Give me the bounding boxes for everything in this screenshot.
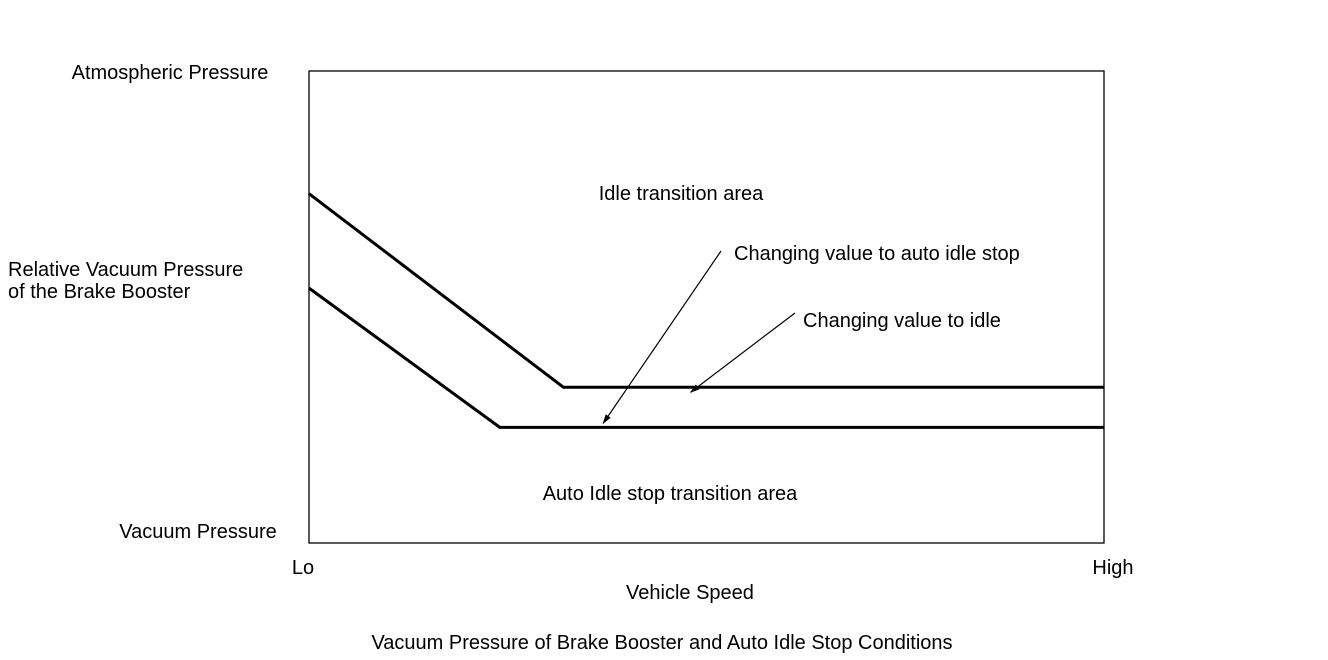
idle-threshold-line — [308, 192, 1104, 389]
auto-idle-stop-transition-area-label: Auto Idle stop transition area — [543, 483, 798, 505]
y-tick-top: Atmospheric Pressure — [72, 62, 269, 84]
auto-idle-stop-threshold-line — [308, 286, 1104, 429]
idle-transition-area-label: Idle transition area — [599, 183, 764, 205]
idle-leader-arrow — [602, 250, 722, 425]
x-axis-label: Vehicle Speed — [626, 582, 754, 604]
chart-title: Vacuum Pressure of Brake Booster and Aut… — [371, 632, 952, 654]
auto-idle-stop-annotation: Changing value to auto idle stop — [734, 243, 1020, 265]
y-axis-label-line-1: Relative Vacuum Pressure — [8, 259, 243, 281]
x-tick-max: High — [1092, 557, 1133, 579]
idle-annotation: Changing value to idle — [803, 310, 1001, 332]
plot-frame — [308, 70, 1105, 544]
y-axis-label-line-2: of the Brake Booster — [8, 281, 191, 303]
y-tick-bottom: Vacuum Pressure — [119, 521, 276, 543]
auto-idle-stop-leader-arrow — [689, 312, 796, 393]
x-tick-min: Lo — [292, 557, 314, 579]
